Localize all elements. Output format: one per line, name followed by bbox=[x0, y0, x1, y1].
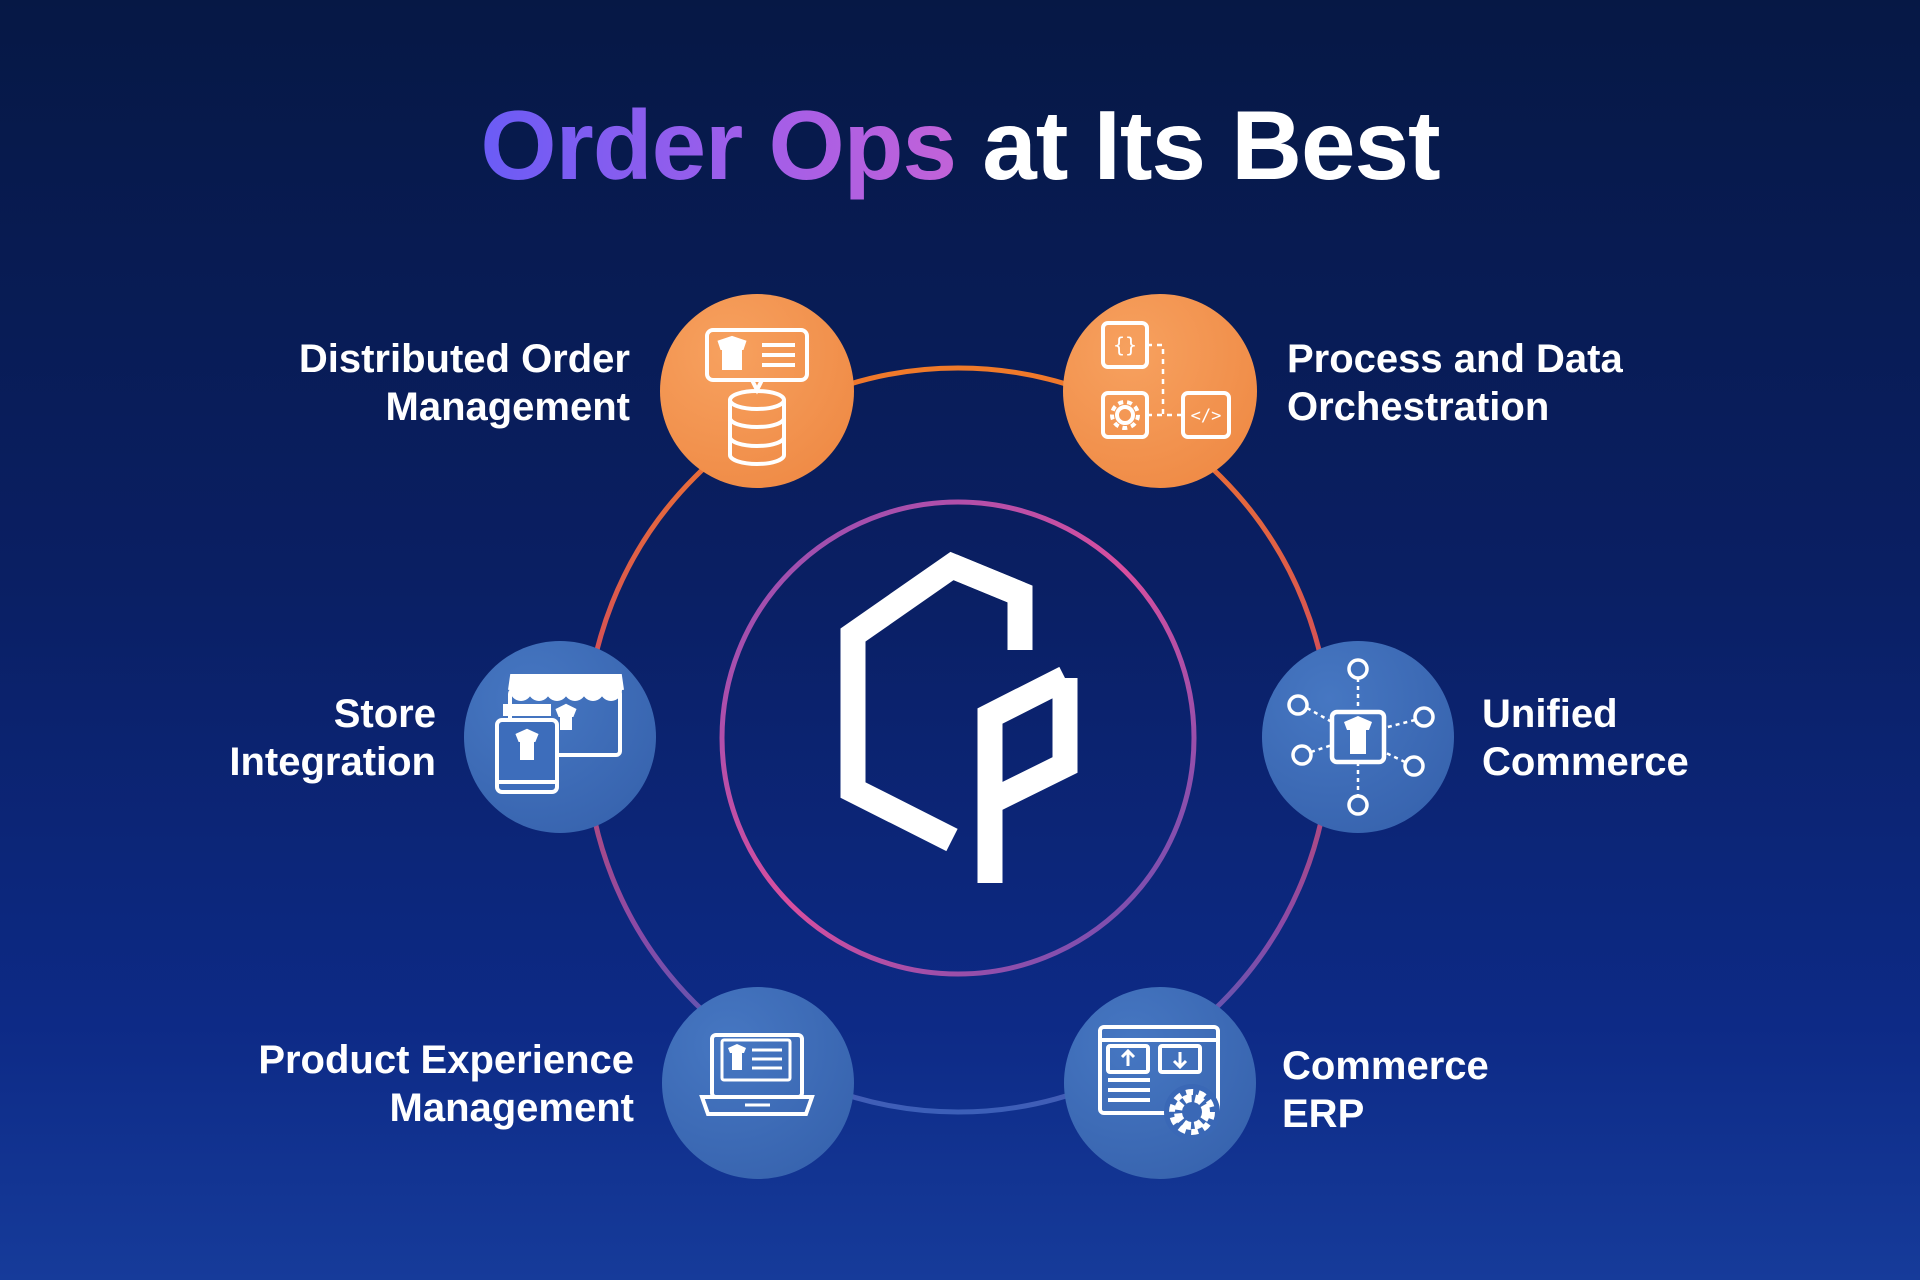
title-rest: at Its Best bbox=[982, 90, 1440, 200]
label-product-experience-management: Product Experience Management bbox=[258, 1038, 634, 1130]
inner-ring bbox=[719, 499, 1197, 977]
erp-gear-icon bbox=[1098, 1025, 1220, 1140]
page-title: Order Ops at Its Best bbox=[0, 90, 1920, 200]
label-process-and-data-orchestration: Process and Data Orchestration bbox=[1287, 337, 1623, 429]
order-ops-logo-icon bbox=[840, 551, 1078, 883]
label-commerce-erp: Commerce ERP bbox=[1282, 1044, 1489, 1136]
outer-ring bbox=[583, 365, 1333, 1115]
title-accent: Order Ops bbox=[480, 90, 957, 200]
node-product-experience-management[interactable] bbox=[662, 987, 854, 1179]
laptop-product-icon bbox=[699, 1033, 815, 1116]
label-distributed-order-management: Distributed Order Management bbox=[298, 337, 630, 429]
workflow-code-icon: {} </> bbox=[1101, 321, 1231, 439]
svg-text:{}: {} bbox=[1113, 333, 1137, 357]
node-store-integration[interactable] bbox=[464, 641, 656, 833]
storefront-devices-icon bbox=[495, 674, 624, 794]
network-hub-icon bbox=[1287, 658, 1435, 816]
node-unified-commerce[interactable] bbox=[1262, 641, 1454, 833]
svg-text:</>: </> bbox=[1191, 406, 1222, 426]
label-store-integration: Store Integration bbox=[229, 692, 436, 784]
node-distributed-order-management[interactable] bbox=[660, 294, 854, 488]
node-process-and-data-orchestration[interactable]: {} </> bbox=[1063, 294, 1257, 488]
label-unified-commerce: Unified Commerce bbox=[1482, 692, 1689, 784]
node-commerce-erp[interactable] bbox=[1064, 987, 1256, 1179]
order-database-icon bbox=[705, 328, 809, 466]
